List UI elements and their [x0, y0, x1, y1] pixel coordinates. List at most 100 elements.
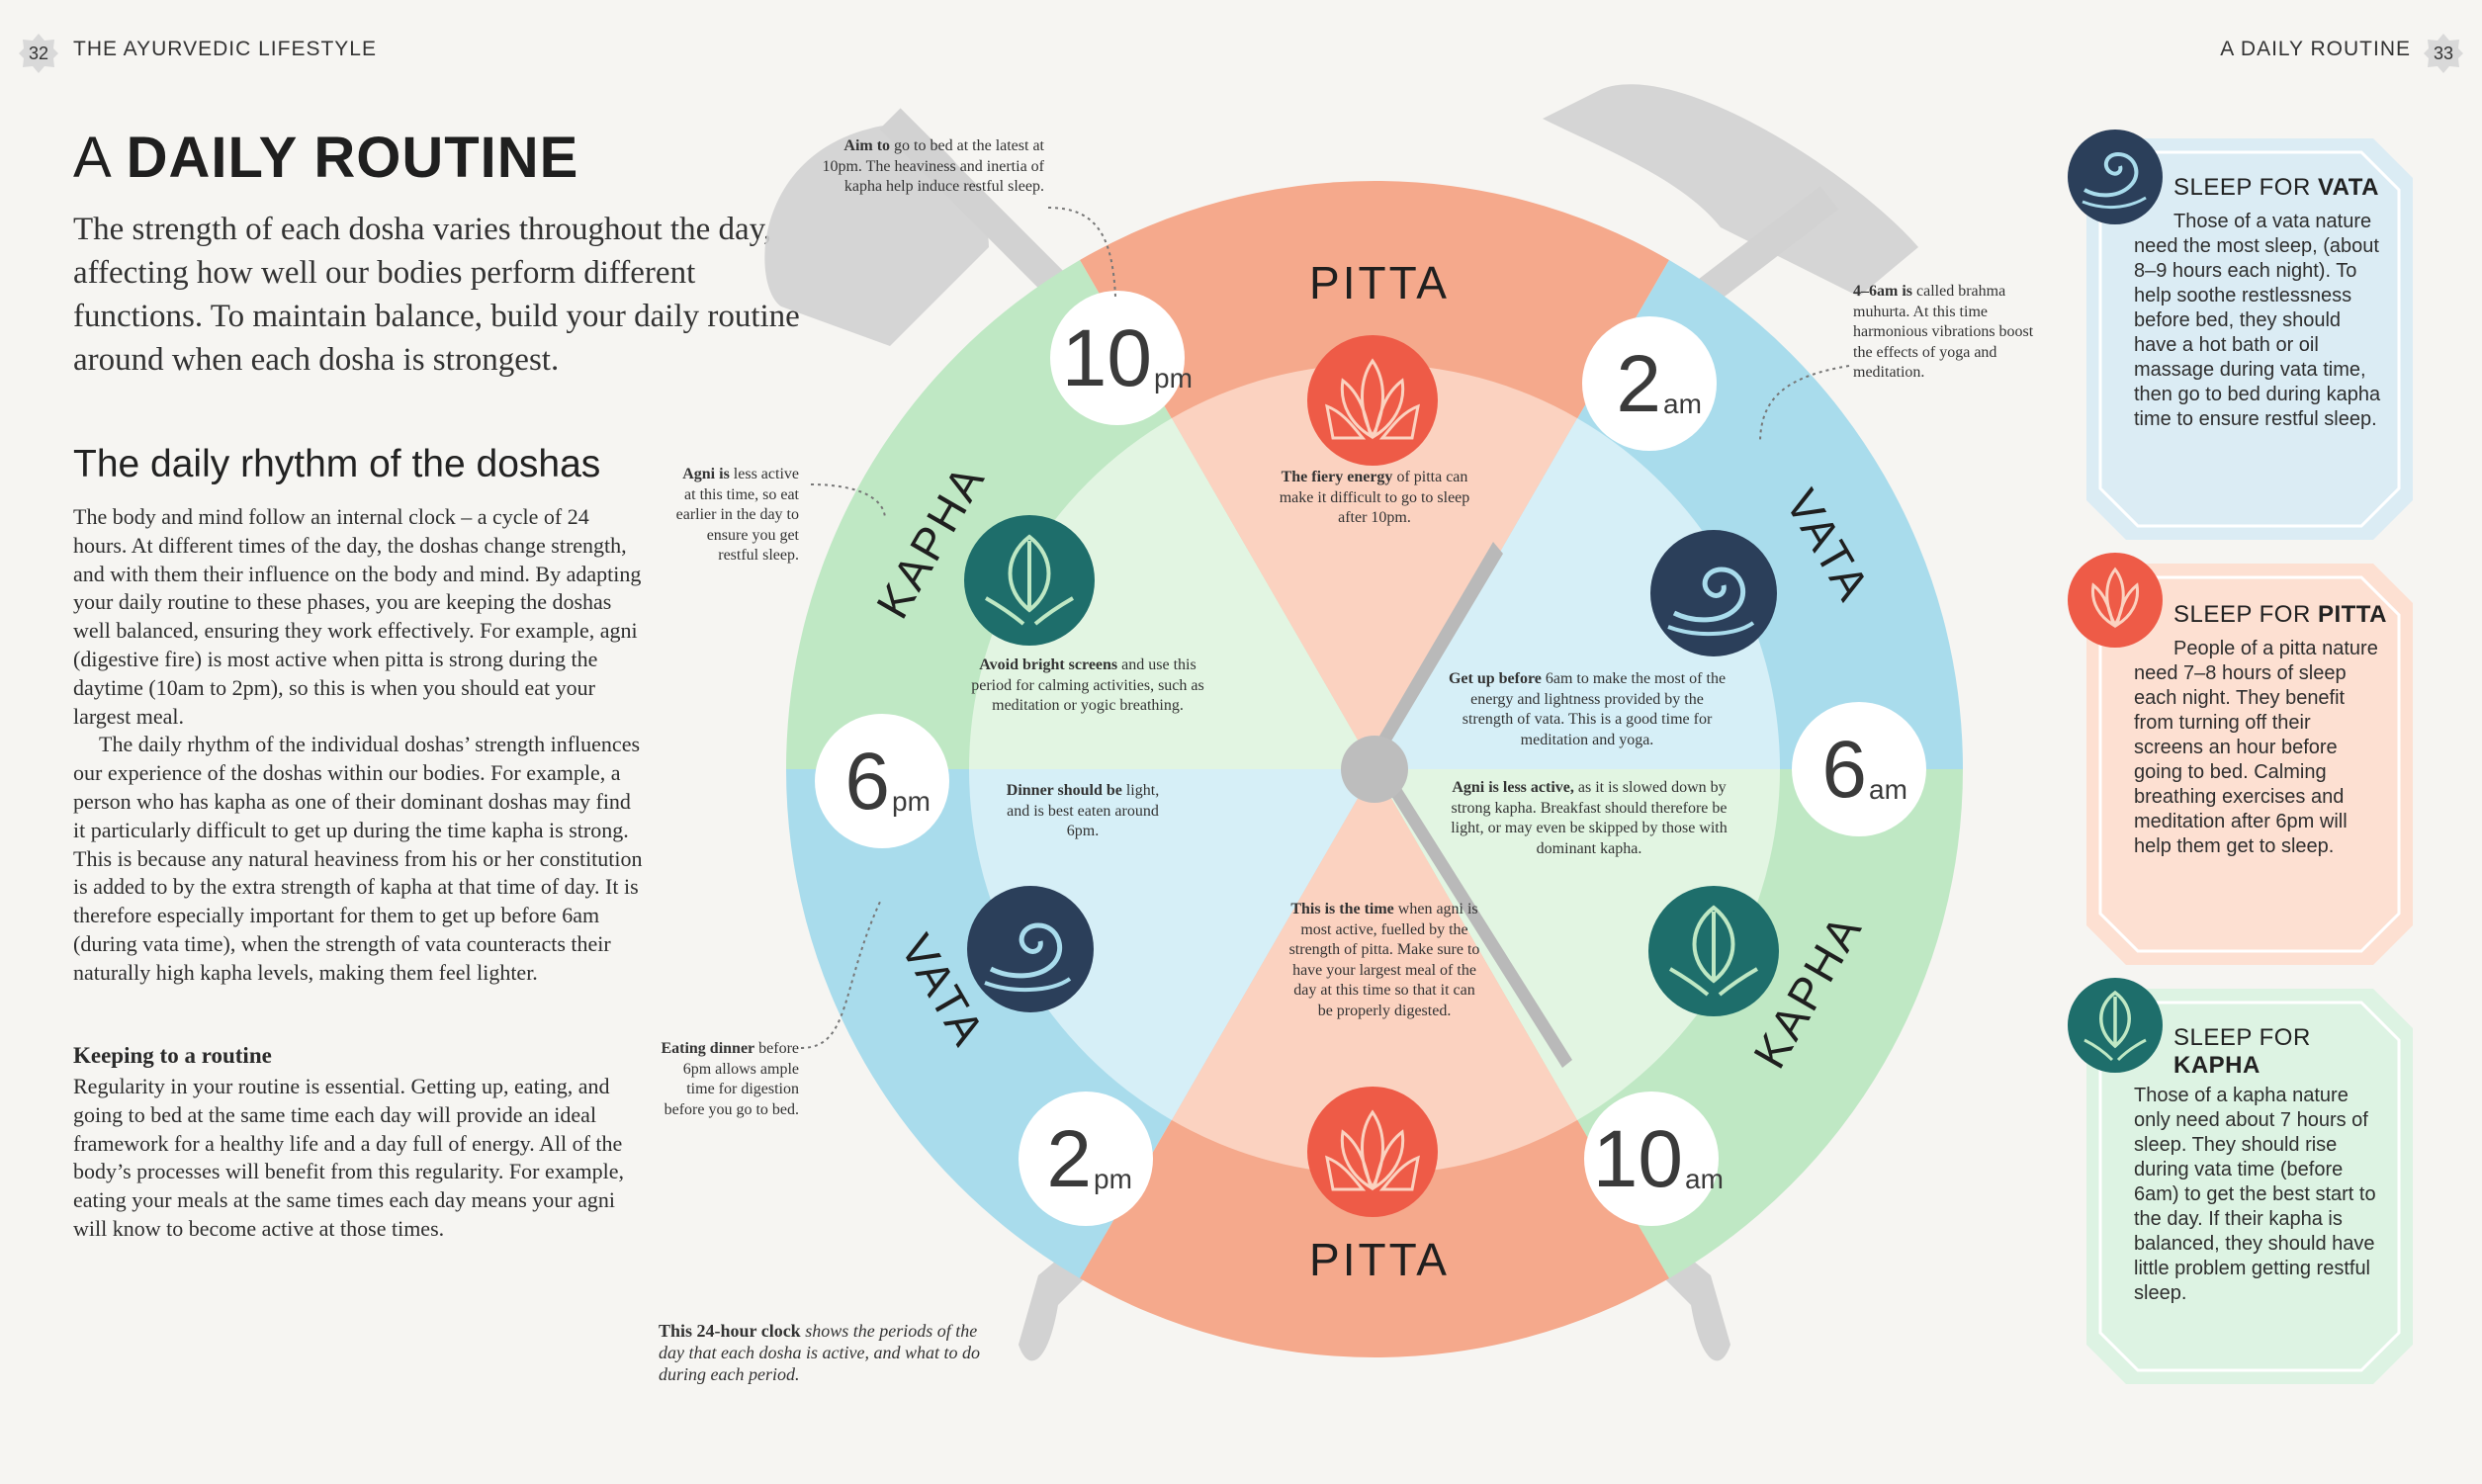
time-marker-2pm: 2 pm — [1019, 1091, 1153, 1226]
inner-vata-right — [1374, 418, 1780, 769]
note-agni-slowed: Agni is less active, as it is slowed dow… — [1446, 778, 1732, 859]
note-time-text: when agni is most active, fuelled by the… — [1288, 901, 1480, 1019]
note-dinner-bold: Dinner should be — [1006, 782, 1122, 799]
time-6am-suffix: am — [1869, 774, 1907, 805]
kapha-leaf-icon — [1648, 886, 1779, 1016]
sleep-vata-text: Those of a vata nature need the most sle… — [2134, 211, 2381, 430]
note-brahma-text: called brahma muhurta. At this time harm… — [1853, 283, 2034, 381]
sleep-pitta-title: SLEEP FOR PITTA — [2173, 601, 2387, 629]
note-aim-text: go to bed at the latest at 10pm. The hea… — [822, 137, 1044, 195]
page-badge-ornament-icon — [19, 34, 58, 73]
sleep-pitta-title-prefix: SLEEP FOR — [2173, 601, 2318, 628]
clock-hand-short — [1365, 542, 1503, 769]
note-aim-to-bed: Aim to go to bed at the latest at 10pm. … — [821, 136, 1044, 198]
dosha-label-pitta-top: PITTA — [1309, 257, 1450, 308]
time-marker-2am: 2 am — [1582, 316, 1717, 451]
sleep-box-pitta: SLEEP FOR PITTA People of a pitta nature… — [2086, 564, 2413, 965]
body-paragraph-1: The body and mind follow an internal clo… — [73, 504, 642, 729]
note-fiery-bold: The fiery energy — [1281, 469, 1393, 485]
time-marker-10pm: 10 pm — [1050, 291, 1193, 425]
time-2am-suffix: am — [1663, 389, 1702, 419]
time-10am-number: 10 — [1593, 1114, 1683, 1204]
left-running-title: THE AYURVEDIC LIFESTYLE — [73, 38, 377, 60]
note-fiery-text: of pitta can make it difficult to go to … — [1279, 469, 1470, 526]
pitta-badge-icon — [2068, 553, 2163, 648]
note-dinner-light: Dinner should be light, and is best eate… — [999, 781, 1167, 842]
inner-kapha-left — [969, 418, 1374, 769]
caption-bold: This 24-hour clock — [659, 1321, 801, 1341]
clock-caption: This 24-hour clock shows the periods of … — [659, 1320, 995, 1385]
note-agni-slowed-text: as it is slowed down by strong kapha. Br… — [1451, 779, 1728, 857]
section-heading: The daily rhythm of the doshas — [73, 443, 601, 485]
page-title-bold: DAILY ROUTINE — [126, 126, 579, 190]
sleep-vata-title-bold: VATA — [2317, 174, 2379, 201]
dosha-label-pitta-bottom: PITTA — [1309, 1234, 1450, 1285]
note-brahma-muhurta: 4–6am is called brahma muhurta. At this … — [1853, 282, 2051, 384]
caption-text: shows the periods of the day that each d… — [659, 1321, 980, 1384]
leader-line-brahma — [1759, 365, 1850, 444]
sleep-pitta-text: People of a pitta nature need 7–8 hours … — [2134, 638, 2378, 857]
note-screens-bold: Avoid bright screens — [979, 656, 1118, 673]
right-running-title: A DAILY ROUTINE — [2220, 38, 2411, 60]
sleep-kapha-title-prefix: SLEEP FOR — [2173, 1024, 2311, 1051]
time-6pm-suffix: pm — [892, 786, 931, 817]
time-marker-6pm: 6 pm — [815, 714, 949, 848]
keeping-paragraph: Regularity in your routine is essential.… — [73, 1074, 625, 1241]
note-fiery-energy: The fiery energy of pitta can make it di… — [1276, 468, 1473, 529]
kapha-leaf-icon — [964, 515, 1095, 646]
sleep-vata-title: SLEEP FOR VATA — [2173, 174, 2379, 202]
pitta-lotus-icon — [1307, 335, 1438, 466]
time-10pm-suffix: pm — [1154, 363, 1193, 393]
inner-kapha-right — [1374, 769, 1780, 1120]
vata-badge-icon — [2068, 130, 2163, 224]
leader-line-aim — [1047, 207, 1116, 298]
clock-hand-long — [1374, 761, 1572, 1068]
leader-line-agni — [810, 483, 886, 520]
inner-disc — [969, 364, 1780, 1175]
body-paragraph-2: The daily rhythm of the individual dosha… — [73, 732, 643, 985]
vata-wind-swirl-icon — [1650, 530, 1777, 656]
time-10pm-number: 10 — [1062, 313, 1152, 403]
sleep-kapha-title-bold: KAPHA — [2173, 1052, 2260, 1079]
sleep-box-vata-frame — [2086, 138, 2413, 540]
section-body: The body and mind follow an internal clo… — [73, 503, 647, 988]
note-eating-bold: Eating dinner — [661, 1040, 755, 1057]
inner-pitta-bottom — [1172, 769, 1577, 1175]
note-getup-text: 6am to make the most of the energy and l… — [1462, 670, 1727, 748]
note-agni-less-bold: Agni is — [682, 466, 730, 482]
note-getup-bold: Get up before — [1448, 670, 1542, 687]
note-aim-bold: Aim to — [843, 137, 891, 154]
page-title: A DAILY ROUTINE — [73, 125, 578, 191]
pitta-lotus-icon — [1307, 1087, 1438, 1217]
time-2am-number: 2 — [1616, 339, 1661, 429]
inner-vata-left — [969, 769, 1374, 1120]
sleep-pitta-title-bold: PITTA — [2317, 601, 2387, 628]
note-bright-screens: Avoid bright screens and use this period… — [969, 655, 1206, 717]
note-agni-slowed-bold: Agni is less active, — [1452, 779, 1574, 796]
time-2pm-suffix: pm — [1094, 1164, 1132, 1194]
right-page-number-badge: 33 — [2423, 33, 2464, 74]
note-eating-text: before 6pm allows ample time for digesti… — [664, 1040, 799, 1118]
page-badge-ornament-icon — [2424, 34, 2463, 73]
note-time-bold: This is the time — [1290, 901, 1394, 917]
note-largest-meal: This is the time when agni is most activ… — [1285, 900, 1483, 1021]
leader-line-eating — [800, 901, 881, 1049]
vata-wind-swirl-icon — [967, 886, 1094, 1012]
page-title-prefix: A — [73, 126, 127, 190]
note-agni-less-active: Agni is less active at this time, so eat… — [668, 465, 799, 567]
note-agni-less-text: less active at this time, so eat earlier… — [675, 466, 799, 564]
left-page-number-badge: 32 — [18, 33, 59, 74]
time-6am-number: 6 — [1821, 725, 1867, 815]
intro-paragraph: The strength of each dosha varies throug… — [73, 212, 800, 378]
time-6pm-number: 6 — [844, 737, 890, 827]
left-page-number: 32 — [28, 44, 49, 63]
sleep-box-kapha-frame — [2086, 989, 2413, 1384]
note-get-up: Get up before 6am to make the most of th… — [1444, 669, 1730, 750]
time-marker-6am: 6 am — [1792, 702, 1926, 836]
keeping-heading: Keeping to a routine — [73, 1043, 272, 1068]
inner-pitta-top — [1172, 364, 1577, 769]
sleep-box-vata: SLEEP FOR VATA Those of a vata nature ne… — [2086, 138, 2413, 540]
time-2pm-number: 2 — [1046, 1114, 1092, 1204]
